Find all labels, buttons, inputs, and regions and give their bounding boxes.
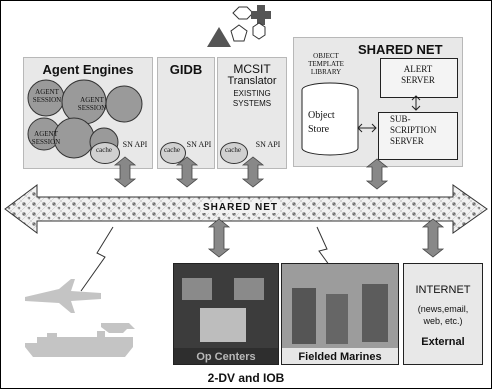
shared-net-internals: [301, 82, 421, 156]
vehicle-silhouettes: [25, 279, 135, 357]
figure-silhouette: [292, 288, 316, 344]
internet-bus-arrow: [421, 218, 445, 258]
alert-server-label: SERVER: [401, 75, 435, 85]
shared-net-title: SHARED NET: [358, 42, 443, 57]
fielded-marines-label: Fielded Marines: [298, 351, 382, 363]
sn-api-label: SN API: [186, 140, 212, 149]
agent-engines-title: Agent Engines: [42, 62, 134, 77]
bus-label: SHARED NET: [201, 202, 281, 213]
cache-label: cache: [225, 146, 241, 154]
figure-silhouette: [362, 284, 388, 342]
existing-label: EXISTING: [233, 89, 271, 98]
monitor-icon: [200, 308, 246, 342]
external-label: External: [421, 336, 465, 348]
agent-engines-panel: Agent Engines AGENT SESSION AGENT SESSIO…: [23, 57, 153, 169]
internet-detail: web, etc.): [423, 316, 463, 326]
cache-cylinder: [220, 142, 248, 164]
internet-detail: (news,email,: [417, 304, 469, 314]
ship-icon: [25, 331, 133, 357]
alert-server-label: ALERT: [403, 64, 433, 74]
template-library-line: TEMPLATE: [308, 60, 344, 68]
gidb-bus-arrow: [175, 156, 199, 188]
agent-session-label: AGENT SESSION: [32, 88, 62, 104]
fighter-jet-icon: [25, 279, 101, 313]
mcsit-subtitle: Translator: [227, 75, 277, 87]
helicopter-icon: [93, 319, 135, 333]
mcsit-panel: MCSIT Translator EXISTING SYSTEMS cache …: [217, 57, 287, 169]
monitor-icon: [234, 278, 264, 300]
figure-silhouette: [326, 294, 348, 344]
systems-label: SYSTEMS: [232, 99, 272, 108]
sharednet-bus-arrow: [365, 158, 389, 190]
shared-net-panel: SHARED NET OBJECT TEMPLATE LIBRARY ALERT…: [293, 37, 463, 167]
subscription-label: SCRIPTION: [390, 125, 437, 135]
sn-api-label: SN API: [255, 140, 281, 149]
template-library-line: OBJECT: [313, 52, 339, 60]
internet-box: INTERNET (news,email, web, etc.) Externa…: [403, 263, 483, 365]
triangle-icon: [207, 27, 231, 47]
op-centers-photo: Op Centers: [173, 263, 279, 365]
symbol-shapes: [207, 5, 271, 47]
agent-session-label: AGENT SESSION: [31, 130, 61, 146]
fielded-marines-photo: Fielded Marines: [281, 263, 399, 365]
wireless-link-left: [80, 226, 114, 292]
mcsit-bus-arrow: [241, 156, 265, 188]
cross-icon: [251, 5, 271, 25]
diagram-caption: 2-DV and IOB: [207, 371, 285, 385]
internet-title: INTERNET: [415, 284, 471, 296]
cache-cylinder: [90, 142, 120, 164]
object-store-label: Store: [308, 124, 330, 135]
alert-server-box: [380, 58, 458, 98]
cache-label: cache: [164, 146, 180, 154]
agent-session-label: AGENT SESSION: [77, 96, 107, 112]
wireless-link-right: [316, 226, 336, 274]
sn-api-label: SN API: [122, 140, 148, 149]
subscription-label: SUB-: [390, 114, 411, 124]
monitor-icon: [182, 278, 212, 300]
agent-bus-arrow: [113, 156, 137, 188]
gidb-panel: GIDB cache SN API: [157, 57, 215, 169]
mcsit-title: MCSIT: [233, 62, 271, 76]
op-centers-label: Op Centers: [196, 351, 256, 363]
pentagon-icon: [230, 24, 248, 42]
cache-label: cache: [96, 146, 112, 154]
gidb-title: GIDB: [169, 62, 203, 77]
cache-cylinder: [160, 142, 186, 164]
subscription-label: SERVER: [390, 136, 424, 146]
opcenters-bus-arrow: [207, 218, 231, 258]
template-library-line: LIBRARY: [310, 68, 342, 76]
object-store-label: Object: [308, 110, 335, 121]
subscription-server-box: [378, 112, 458, 160]
hexagon-small-icon: [252, 22, 266, 40]
